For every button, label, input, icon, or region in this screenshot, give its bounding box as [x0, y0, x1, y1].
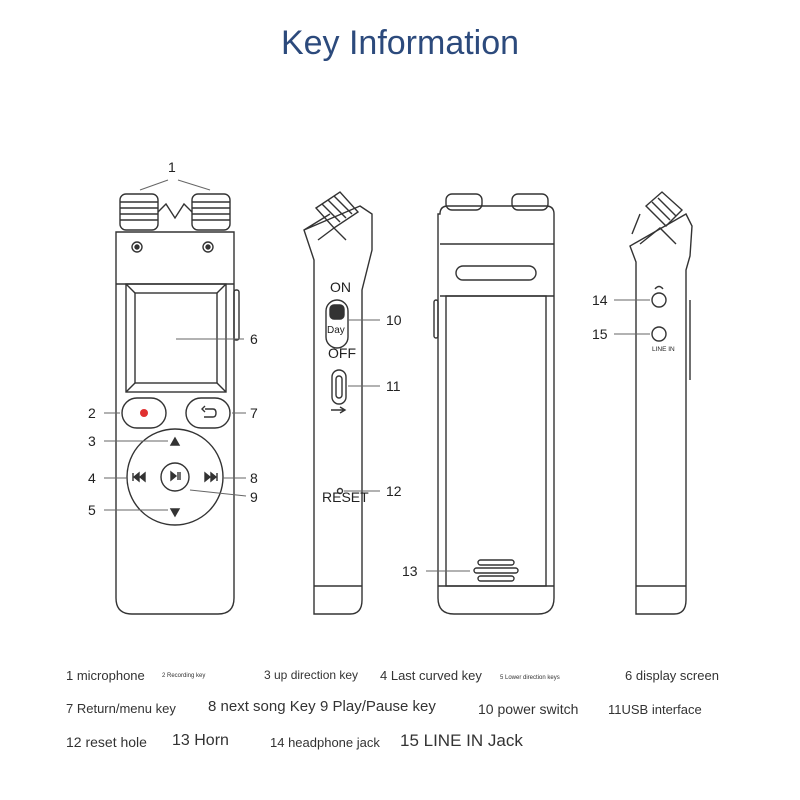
- down-arrow-icon: [169, 508, 181, 518]
- back-view: [433, 193, 555, 615]
- callout-3: 3: [88, 433, 96, 449]
- callout-4: 4: [88, 470, 96, 486]
- legend-item-13: 13 Horn: [172, 732, 229, 749]
- callout-11: 11: [386, 378, 401, 394]
- switch-off-label: OFF: [328, 345, 356, 361]
- front-view: [115, 193, 240, 615]
- play-icon: [170, 470, 178, 482]
- callout-15: 15: [592, 326, 608, 342]
- previous-icon: [132, 471, 146, 483]
- screw-icon: [202, 241, 214, 253]
- legend-item-7: 7 Return/menu key: [66, 701, 176, 716]
- front-body: [115, 231, 235, 615]
- record-button: [121, 397, 167, 429]
- switch-day-label: Day: [327, 325, 345, 336]
- left-microphone: [119, 193, 159, 231]
- next-icon: [204, 471, 218, 483]
- callout-5: 5: [88, 502, 96, 518]
- callout-6: 6: [250, 331, 258, 347]
- right-side-microphone: [644, 191, 684, 227]
- switch-on-label: ON: [330, 279, 351, 295]
- screw-icon: [131, 241, 143, 253]
- legend-item-6: 6 display screen: [625, 668, 719, 683]
- legend-item-9: 9 Play/Pause key: [320, 698, 436, 715]
- battery-cover: [445, 295, 547, 587]
- reset-label: RESET: [322, 489, 369, 505]
- left-side-view: [303, 191, 373, 615]
- legend-item-2: 2 Recording key: [162, 673, 206, 679]
- line-in-jack: [651, 326, 667, 342]
- headphone-icon: [654, 285, 664, 290]
- back-slot: [455, 265, 537, 281]
- callout-12: 12: [386, 483, 402, 499]
- legend-item-10: 10 power switch: [478, 701, 579, 717]
- legend-item-1: 1 microphone: [66, 668, 145, 683]
- legend-item-8: 8 next song Key: [208, 698, 316, 715]
- legend-item-15: 15 LINE IN Jack: [400, 731, 523, 750]
- callout-2: 2: [88, 405, 96, 421]
- play-pause-button: [160, 462, 190, 492]
- back-microphone-right: [511, 193, 549, 211]
- record-dot-icon: [140, 409, 148, 417]
- callout-7: 7: [250, 405, 258, 421]
- display-screen: [125, 283, 227, 393]
- leader-lines: [104, 179, 650, 572]
- right-side-view: [629, 191, 693, 615]
- callout-14: 14: [592, 292, 608, 308]
- callout-10: 10: [386, 312, 402, 328]
- legend-item-11: 11USB interface: [608, 702, 702, 717]
- callout-8: 8: [250, 470, 258, 486]
- line-in-label: LINE IN: [652, 346, 675, 353]
- headphone-jack: [651, 292, 667, 308]
- callout-13: 13: [402, 563, 418, 579]
- side-microphone: [314, 191, 360, 229]
- return-menu-button: [185, 397, 231, 429]
- right-microphone: [191, 193, 231, 231]
- speaker-grille: [473, 559, 519, 582]
- legend-item-4: 4 Last curved key: [380, 668, 482, 683]
- legend-item-3: 3 up direction key: [264, 668, 359, 682]
- direction-ring: [126, 428, 224, 526]
- legend-item-12: 12 reset hole: [66, 734, 147, 750]
- reset-hole: [336, 487, 344, 495]
- usb-port: [331, 369, 347, 405]
- legend-item-5: 5 Lower direction keys: [500, 675, 560, 681]
- power-switch: [325, 299, 349, 349]
- legend-item-14: 14 headphone jack: [270, 735, 380, 750]
- back-microphone-left: [445, 193, 483, 211]
- callout-1: 1: [168, 159, 176, 175]
- return-arrow-icon: [204, 408, 217, 418]
- usb-icon: [331, 406, 347, 414]
- up-arrow-icon: [169, 436, 181, 446]
- page-title: Key Information: [280, 24, 520, 62]
- callout-9: 9: [250, 489, 258, 505]
